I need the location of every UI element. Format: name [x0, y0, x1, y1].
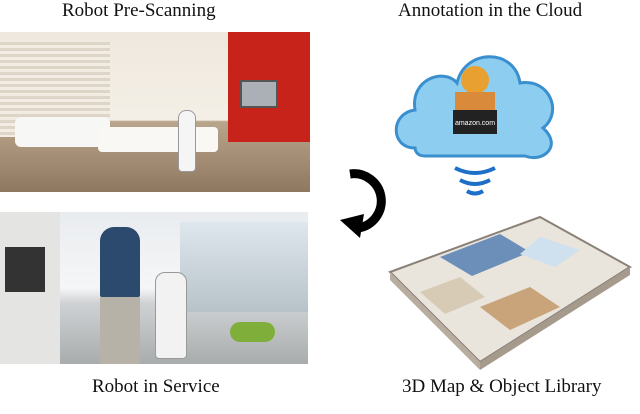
label-robot-pre-scanning: Robot Pre-Scanning	[62, 0, 216, 21]
label-robot-in-service: Robot in Service	[92, 376, 220, 397]
photo-living-room-robot	[0, 32, 310, 192]
curved-arrow-icon	[340, 169, 386, 238]
cloud-annotation-illustration: amazon.com	[385, 28, 565, 203]
3d-floorplan-illustration	[380, 212, 635, 372]
robot-icon	[155, 272, 187, 359]
robot-icon	[178, 110, 196, 172]
photo-kitchen-robot-service	[0, 212, 308, 364]
label-3d-map-object-library: 3D Map & Object Library	[402, 376, 602, 397]
amazon-logo: amazon.com	[455, 120, 495, 127]
label-annotation-cloud: Annotation in the Cloud	[398, 0, 583, 21]
